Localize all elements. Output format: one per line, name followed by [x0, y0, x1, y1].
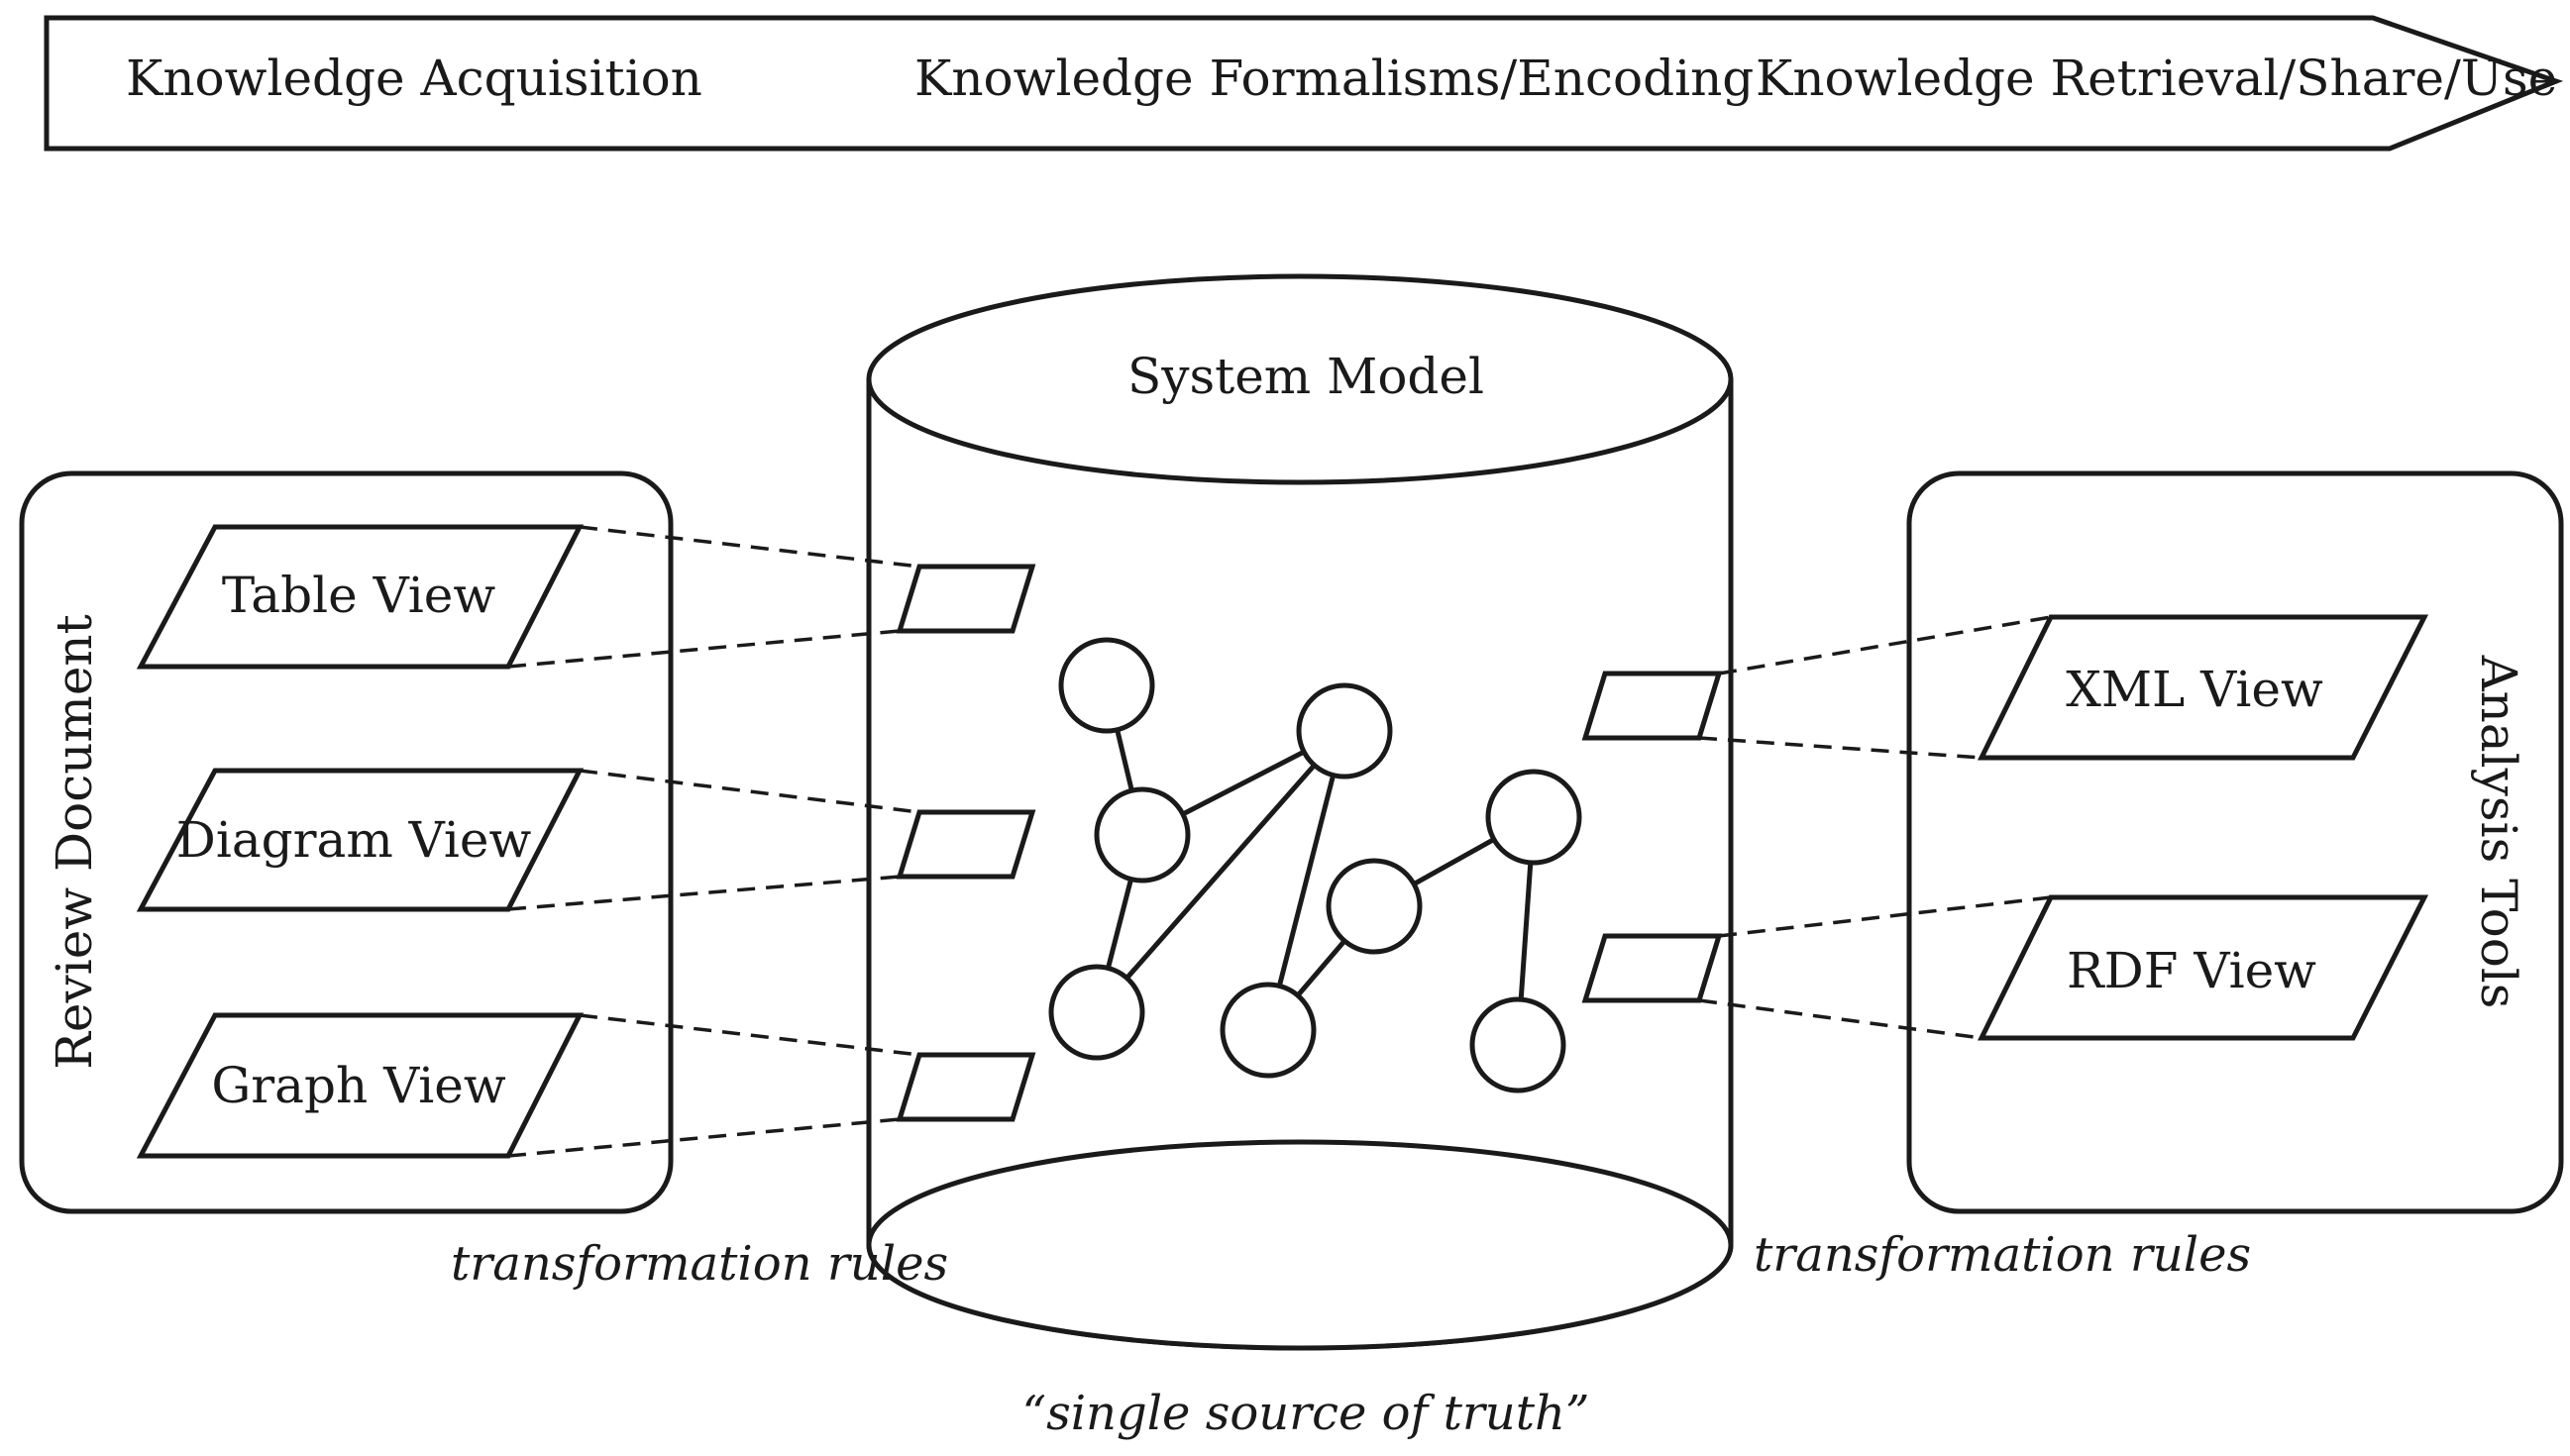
graph-node-n5	[1220, 982, 1317, 1079]
xml-view-shape	[1977, 614, 2429, 761]
connector-graph-bottom	[507, 1117, 901, 1158]
graph-node-n7	[1485, 769, 1582, 866]
stage-knowledge-retrieval: Knowledge Retrieval/Share/Use	[1756, 50, 2557, 107]
graph-node-n8	[1469, 996, 1566, 1093]
review-document-panel: Review Document Table View Diagram View …	[19, 470, 674, 1214]
graph-node-n2	[1296, 682, 1393, 780]
diagram-view-label: Diagram View	[176, 811, 532, 869]
graph-edge-n2-n5	[1265, 730, 1347, 1031]
transformation-rules-right: transformation rules	[1754, 1227, 2251, 1283]
port-diagram	[896, 809, 1036, 880]
graph-node-n3	[1094, 786, 1191, 884]
single-source-of-truth-caption: “single source of truth”	[1022, 1386, 1590, 1441]
graph-node-n4	[1048, 964, 1145, 1061]
rdf-view-label: RDF View	[2067, 942, 2316, 999]
port-table	[896, 564, 1036, 634]
process-arrow: Knowledge Acquisition Knowledge Formalis…	[44, 15, 2564, 152]
review-document-title: Review Document	[46, 614, 103, 1069]
analysis-tools-title: Analysis Tools	[2470, 655, 2527, 1009]
connector-table-bottom	[507, 629, 901, 669]
graph-edge-n2-n4	[1095, 729, 1346, 1014]
port-xml	[1581, 671, 1723, 741]
port-rdf	[1581, 933, 1723, 1003]
table-view-label: Table View	[222, 567, 496, 624]
rdf-view-shape	[1977, 894, 2429, 1041]
graph-node-n6	[1326, 858, 1423, 955]
graph-nodes	[1048, 637, 1582, 1093]
transformation-connectors	[507, 525, 2052, 1158]
graph-node-n1	[1058, 637, 1155, 734]
system-model-cylinder: System Model	[866, 273, 1734, 1351]
transformation-rules-left: transformation rules	[451, 1236, 948, 1292]
stage-knowledge-acquisition: Knowledge Acquisition	[126, 50, 702, 107]
cylinder-bottom	[866, 1139, 1734, 1351]
port-graph	[896, 1052, 1036, 1122]
cylinder-top	[866, 273, 1734, 485]
connector-diagram-bottom	[507, 875, 901, 911]
system-model-title: System Model	[1127, 348, 1484, 405]
graph-view-label: Graph View	[211, 1057, 506, 1114]
stage-knowledge-formalisms: Knowledge Formalisms/Encoding	[914, 50, 1754, 107]
process-arrow-shape	[44, 15, 2564, 152]
connector-rdf-bottom	[1698, 998, 1982, 1040]
xml-view-label: XML View	[2066, 661, 2323, 718]
analysis-tools-box	[1906, 470, 2564, 1214]
connector-xml-bottom	[1698, 736, 1982, 760]
analysis-tools-panel: Analysis Tools XML View RDF View	[1906, 470, 2564, 1214]
